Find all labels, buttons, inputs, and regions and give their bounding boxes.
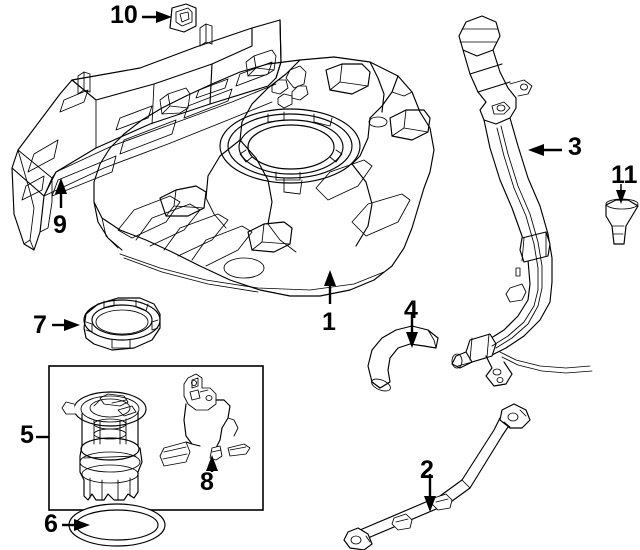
leader-4 (406, 314, 418, 348)
callout-11[interactable]: 11 (611, 161, 638, 189)
part-tank-strap (343, 403, 531, 550)
part-fuel-level-sender (159, 373, 251, 467)
part-fuel-pump-module (61, 391, 147, 501)
leader-8 (206, 455, 218, 472)
callout-4[interactable]: 4 (404, 296, 418, 324)
part-tank-seal-oring (68, 503, 166, 547)
inset-box (48, 365, 264, 511)
part-lock-ring (83, 297, 161, 351)
leader-2 (424, 474, 436, 512)
callout-7[interactable]: 7 (33, 311, 47, 339)
callout-3[interactable]: 3 (568, 133, 582, 161)
leader-7 (52, 319, 80, 331)
callout-8[interactable]: 8 (200, 468, 214, 496)
part-shield-clip (169, 3, 197, 33)
part-filler-neck (451, 15, 593, 387)
callout-6[interactable]: 6 (44, 510, 58, 538)
part-drain-plug (605, 198, 639, 245)
leader-3 (528, 144, 562, 156)
leader-9 (55, 178, 67, 208)
callout-9[interactable]: 9 (53, 211, 67, 239)
part-fuel-tank (93, 56, 435, 297)
leader-6 (62, 519, 90, 531)
leader-11 (616, 184, 626, 204)
leader-1 (324, 270, 336, 304)
callout-5[interactable]: 5 (20, 421, 34, 449)
part-filler-hose (367, 325, 439, 392)
leader-10 (142, 11, 172, 23)
callout-2[interactable]: 2 (420, 456, 434, 484)
callout-1[interactable]: 1 (322, 308, 336, 336)
callout-10[interactable]: 10 (110, 1, 138, 29)
